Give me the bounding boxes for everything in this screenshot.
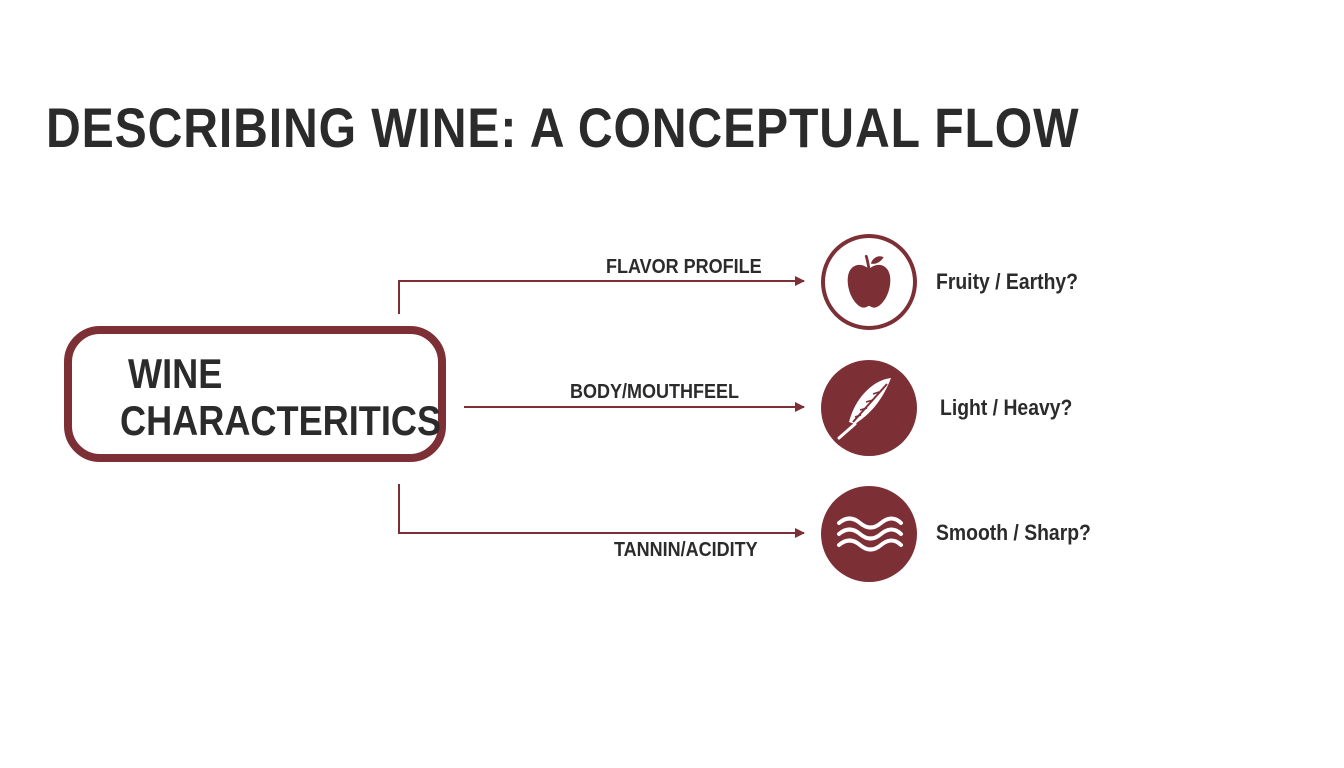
outcome-flavor: Fruity / Earthy?: [936, 269, 1078, 294]
waves-icon: [821, 486, 917, 582]
outcome-tannin: Smooth / Sharp?: [936, 520, 1091, 545]
apple-icon: [821, 234, 917, 330]
connector-tannin-acidity: [398, 484, 805, 538]
connector-flavor-profile: [398, 276, 805, 314]
source-node-line-1: WINE: [128, 350, 223, 397]
feather-icon: [821, 360, 917, 456]
wine-characteristics-node: [64, 326, 446, 462]
outcome-body: Light / Heavy?: [940, 395, 1073, 420]
branch-label-flavor-profile: FLAVOR PROFILE: [606, 256, 762, 278]
branch-label-body-mouthfeel: BODY/MOUTHFEEL: [570, 381, 740, 403]
source-node-line-2: CHARACTERITICS: [120, 397, 442, 444]
branch-label-tannin-acidity: TANNIN/ACIDITY: [614, 539, 758, 561]
page-title: DESCRIBING WINE: A CONCEPTUAL FLOW: [46, 96, 1080, 159]
